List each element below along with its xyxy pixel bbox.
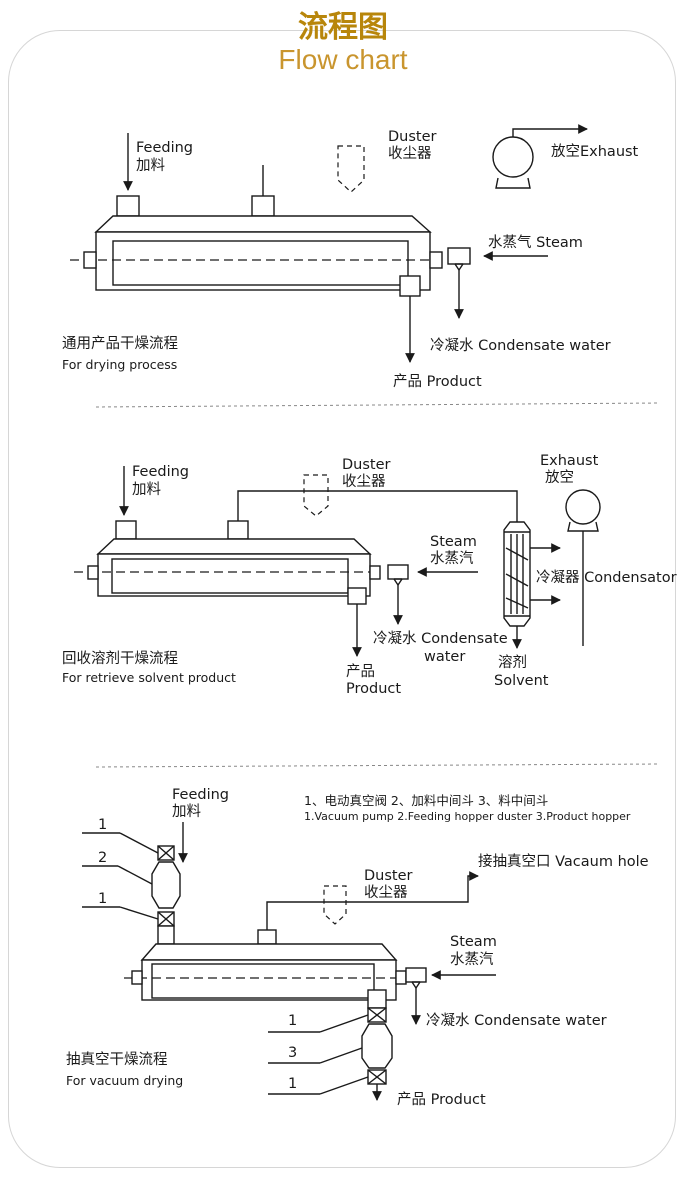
num-label-1-top: 1 [98,817,107,833]
exhaust-label-zh: 放空 [545,469,574,486]
steam-joint [405,967,427,983]
product-hopper [361,1023,393,1069]
condensate-label-2: water [424,649,465,665]
steam-label-zh: 水蒸汽 [430,550,474,567]
duster-label-en: Duster [364,868,413,884]
num-label-1-upper: 1 [288,1013,297,1029]
dryer-roof [94,215,432,233]
vacuum-hole-label: 接抽真空口 Vacaum hole [478,852,649,870]
steam-label-en: Steam [430,534,477,550]
duster-label-zh: 收尘器 [342,473,386,490]
num-label-1-lower: 1 [288,1076,297,1092]
feeding-label-en: Feeding [136,140,193,156]
feeding-hopper [151,861,181,909]
dryer-drum [151,963,375,999]
caption-zh: 通用产品干燥流程 [62,335,178,352]
product-outlet [347,587,367,605]
dryer-drum [111,558,349,594]
exhaust-label-en: Exhaust [540,453,599,469]
condensator-label: 冷凝器 Condensator [536,569,677,586]
vapor-outlet-nozzle [257,929,277,945]
fan-base [495,177,531,189]
right-bearing [395,970,407,985]
vapor-outlet-nozzle [251,195,275,217]
left-bearing [131,970,143,985]
caption-zh: 回收溶剂干燥流程 [62,650,178,667]
num-label-2: 2 [98,850,107,866]
steam-joint [447,247,471,265]
feeding-label-zh: 加料 [172,803,201,820]
num-label-1-bottom: 1 [98,891,107,907]
exhaust-fan-icon [492,136,534,178]
diagram-frame [8,30,676,1168]
duster-label-en: Duster [388,129,437,145]
condensate-label-1: 冷凝水 Condensate [373,630,508,647]
condensate-label: 冷凝水 Condensate water [430,337,611,354]
legend-en: 1.Vacuum pump 2.Feeding hopper duster 3.… [304,810,631,823]
right-bearing [429,251,443,269]
condensate-label: 冷凝水 Condensate water [426,1012,607,1029]
solvent-label-zh: 溶剂 [498,654,527,671]
feed-inlet-nozzle [116,195,140,217]
exhaust-arrow [512,124,588,137]
product-outlet [399,275,421,297]
steam-joint [387,564,409,580]
duster-icon [303,474,329,517]
exhaust-fan-icon [565,489,601,525]
vapor-line [237,490,518,522]
section-divider [95,402,661,408]
solvent-label-en: Solvent [494,673,549,689]
dryer-roof [140,943,398,961]
vacuum-line [266,871,479,930]
num-label-3: 3 [288,1045,297,1061]
right-bearing [369,565,381,580]
duster-icon [323,885,347,925]
duster-label-en: Duster [342,457,391,473]
product-outlet [367,989,387,1009]
feeding-label-en: Feeding [132,464,189,480]
duster-label-zh: 收尘器 [388,145,432,162]
caption-zh: 抽真空干燥流程 [66,1050,168,1068]
feeding-label-zh: 加料 [132,481,161,498]
process-general-drying: Feeding 加料 产品 Product 水蒸气 Steam 冷凝水 Cond… [62,124,639,390]
product-label-zh: 产品 [346,663,375,680]
section-divider [95,763,661,768]
caption-en: For retrieve solvent product [62,670,236,685]
left-bearing [83,251,97,269]
duster-icon [337,145,365,193]
process-vacuum-drying: Feeding 加料 1、电动真空阀 2、加料中间斗 3、料中间斗 1.Vacu… [66,787,649,1108]
vapor-outlet-nozzle [227,520,249,540]
duster-label-zh: 收尘器 [364,884,408,901]
caption-en: For vacuum drying [66,1073,183,1088]
dryer-roof [96,538,372,555]
feeding-label-zh: 加料 [136,157,165,174]
product-label-en: Product [346,681,401,697]
title-chinese: 流程图 [298,10,388,45]
steam-label-en: Steam [450,934,497,950]
steam-label: 水蒸气 Steam [488,234,583,251]
caption-en: For drying process [62,357,177,372]
title-english: Flow chart [278,44,408,75]
product-label: 产品 Product [393,373,482,390]
feed-inlet-nozzle [115,520,137,540]
feed-pipe [157,925,175,945]
steam-label-zh: 水蒸汽 [450,951,494,968]
dryer-drum [112,240,409,286]
left-bearing [87,565,99,580]
exhaust-label: 放空Exhaust [551,143,639,160]
process-solvent-recovery: Feeding 加料 产品 Product Steam 水蒸汽 冷凝水 Cond… [62,453,677,697]
product-label: 产品 Product [397,1091,486,1108]
feeding-label-en: Feeding [172,787,229,803]
legend-zh: 1、电动真空阀 2、加料中间斗 3、料中间斗 [304,793,548,808]
